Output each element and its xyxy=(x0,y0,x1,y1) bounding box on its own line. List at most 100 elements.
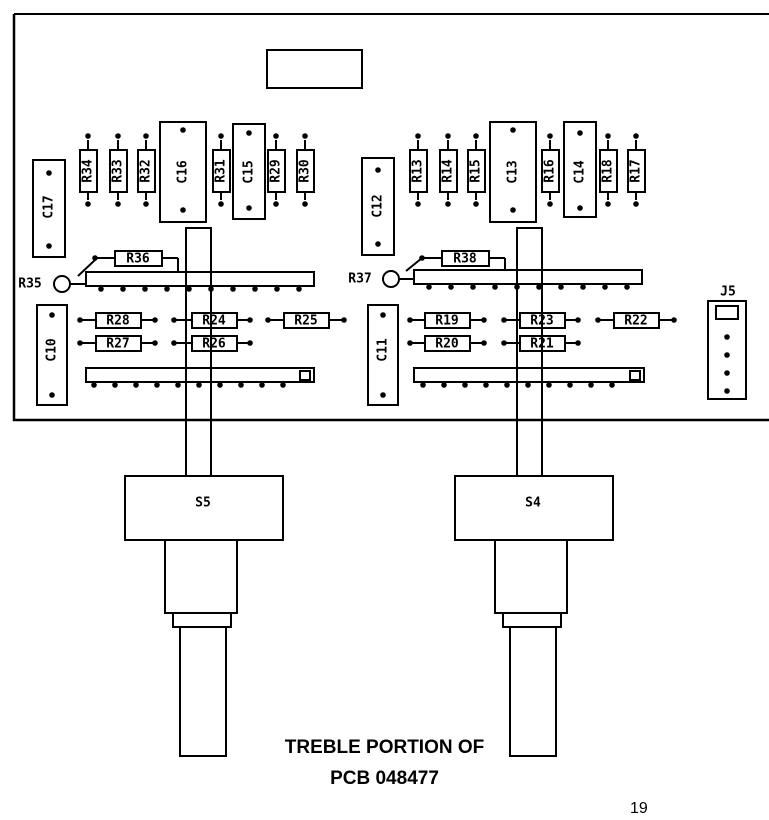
pad xyxy=(470,284,476,290)
label-s5: S5 xyxy=(195,496,211,511)
pad xyxy=(375,241,381,247)
pad xyxy=(575,340,581,346)
pad xyxy=(273,133,279,139)
pad xyxy=(208,286,214,292)
label-r35: R35 xyxy=(18,277,41,292)
capacitor-c12 xyxy=(361,157,395,256)
pad xyxy=(633,133,639,139)
label-r19: R19 xyxy=(435,314,458,329)
pad xyxy=(143,133,149,139)
pad xyxy=(501,317,507,323)
label-r23: R23 xyxy=(530,314,553,329)
pad xyxy=(419,255,425,261)
capacitor-c14 xyxy=(563,121,597,218)
label-box xyxy=(266,49,363,89)
label-c16: C16 xyxy=(176,160,191,184)
label-c10: C10 xyxy=(45,338,60,362)
pad xyxy=(46,243,52,249)
label-j5: J5 xyxy=(720,285,736,300)
pad xyxy=(605,133,611,139)
label-c14: C14 xyxy=(573,160,588,184)
pad xyxy=(462,382,468,388)
label-r27: R27 xyxy=(106,337,129,352)
pad xyxy=(85,133,91,139)
pad xyxy=(445,201,451,207)
pad xyxy=(445,133,451,139)
pad xyxy=(510,127,516,133)
pad xyxy=(536,284,542,290)
connector-j5 xyxy=(707,300,747,400)
pad xyxy=(98,286,104,292)
pad xyxy=(252,286,258,292)
pad xyxy=(218,133,224,139)
pad xyxy=(420,382,426,388)
component-strip-upper-left xyxy=(85,271,315,287)
pad xyxy=(133,382,139,388)
caption-line-1: TREBLE PORTION OF xyxy=(284,737,485,758)
pad xyxy=(274,286,280,292)
pad xyxy=(473,133,479,139)
label-s4: S4 xyxy=(525,496,541,511)
label-c15: C15 xyxy=(242,160,257,183)
switch-bushing-s5 xyxy=(164,539,238,614)
label-r22: R22 xyxy=(624,314,647,329)
pad xyxy=(302,133,308,139)
pad xyxy=(115,133,121,139)
pad xyxy=(49,392,55,398)
label-r25: R25 xyxy=(294,314,317,329)
label-r14: R14 xyxy=(441,159,456,183)
pad xyxy=(77,340,83,346)
pad xyxy=(186,286,192,292)
pad xyxy=(415,133,421,139)
label-r16: R16 xyxy=(543,159,558,183)
pad xyxy=(265,317,271,323)
pad xyxy=(247,317,253,323)
pad xyxy=(724,352,730,358)
pad xyxy=(85,201,91,207)
pad xyxy=(426,284,432,290)
pad xyxy=(575,317,581,323)
label-r37: R37 xyxy=(348,272,371,287)
pad xyxy=(247,340,253,346)
label-r13: R13 xyxy=(411,159,426,182)
label-r28: R28 xyxy=(106,314,130,329)
caption-line-2: PCB 048477 xyxy=(330,768,439,789)
switch-bushing-s4 xyxy=(494,539,568,614)
capacitor-c16 xyxy=(159,121,207,223)
pad xyxy=(407,317,413,323)
pad xyxy=(473,201,479,207)
pad xyxy=(481,340,487,346)
pad xyxy=(142,286,148,292)
capacitor-c10 xyxy=(36,304,68,406)
left-section xyxy=(32,121,344,757)
board-outline xyxy=(12,14,769,422)
label-r29: R29 xyxy=(269,159,284,182)
label-r30: R30 xyxy=(298,159,313,183)
label-r15: R15 xyxy=(469,159,484,182)
pad xyxy=(171,340,177,346)
label-c11: C11 xyxy=(376,338,391,362)
pad xyxy=(143,201,149,207)
pad xyxy=(302,201,308,207)
label-r38: R38 xyxy=(453,252,477,267)
pad xyxy=(510,207,516,213)
label-r21: R21 xyxy=(530,337,554,352)
pad xyxy=(180,127,186,133)
pad xyxy=(49,312,55,318)
pad xyxy=(120,286,126,292)
pad xyxy=(246,130,252,136)
pad xyxy=(577,205,583,211)
pad xyxy=(152,340,158,346)
pad xyxy=(504,382,510,388)
pad xyxy=(77,317,83,323)
pad xyxy=(115,201,121,207)
pad xyxy=(246,205,252,211)
pad xyxy=(492,284,498,290)
capacitor-c13 xyxy=(489,121,537,223)
pad xyxy=(546,382,552,388)
pad xyxy=(547,201,553,207)
pad xyxy=(605,201,611,207)
pad xyxy=(175,382,181,388)
label-c17: C17 xyxy=(42,195,57,218)
